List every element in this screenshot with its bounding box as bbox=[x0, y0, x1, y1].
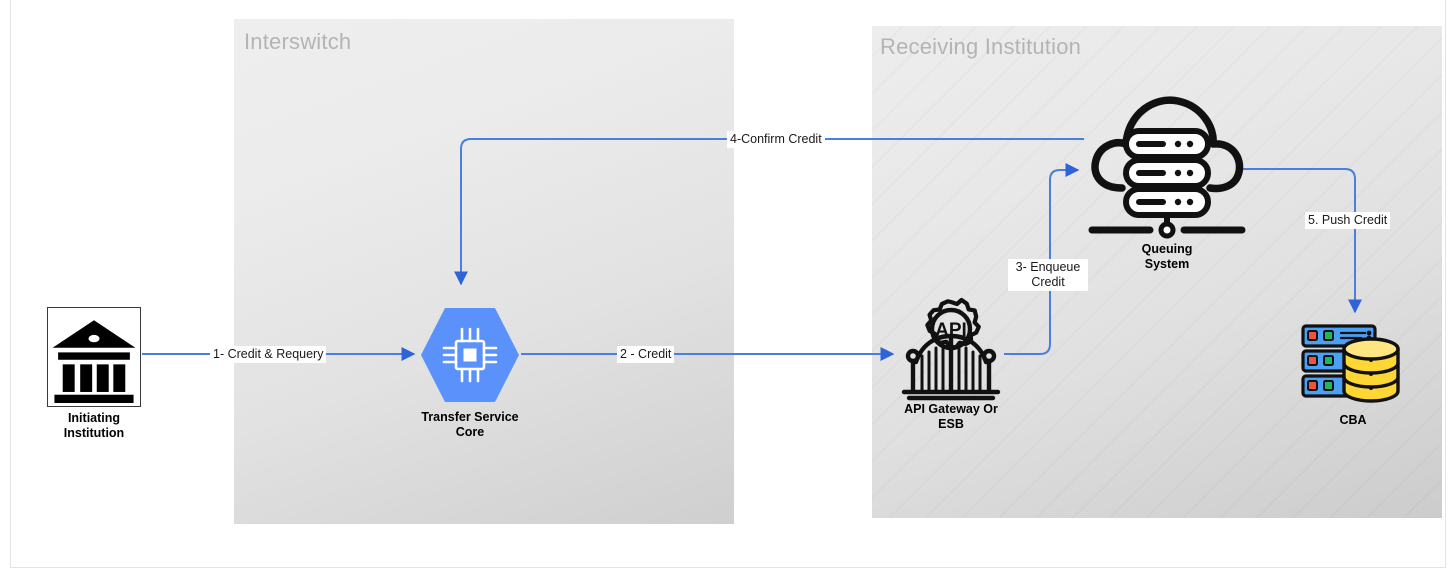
label-line-2: Core bbox=[455, 425, 485, 439]
cpu-chip-icon bbox=[442, 327, 498, 383]
connector-4-confirm-credit[interactable] bbox=[454, 138, 1084, 286]
label-line-2: System bbox=[1144, 257, 1190, 271]
pool-interswitch-title: Interswitch bbox=[244, 29, 352, 54]
edge-label-5-push-credit[interactable]: 5. Push Credit bbox=[1305, 212, 1391, 229]
connector-5-push-credit[interactable] bbox=[1240, 168, 1362, 314]
pool-receiving-title: Receiving Institution bbox=[880, 34, 1082, 59]
label-line-1: Initiating bbox=[67, 411, 121, 425]
api-gateway-icon: API bbox=[901, 297, 1001, 401]
cloud-server-icon bbox=[1088, 96, 1246, 239]
edge-label-1-credit-requery[interactable]: 1- Credit & Requery bbox=[210, 346, 327, 363]
node-initiating-institution-label: Initiating Institution bbox=[64, 411, 124, 441]
api-gateway-icon-text: API bbox=[935, 320, 967, 341]
node-transfer-service-core-label: Transfer Service Core bbox=[421, 410, 518, 440]
bank-icon bbox=[52, 320, 136, 403]
edge-label-3-enqueue-credit[interactable]: 3- Enqueue Credit bbox=[1008, 259, 1088, 291]
node-api-gateway-esb[interactable]: API API Gateway Or ESB bbox=[898, 296, 1004, 431]
node-initiating-institution[interactable]: Initiating Institution bbox=[47, 307, 141, 440]
node-cba[interactable]: CBA bbox=[1299, 323, 1409, 427]
node-queuing-system-label: Queuing System bbox=[1142, 242, 1193, 272]
label-line-2: Credit bbox=[1031, 275, 1065, 289]
hexagon-shape bbox=[421, 308, 519, 402]
label-line-1: Transfer Service bbox=[421, 410, 519, 424]
node-queuing-system[interactable]: Queuing System bbox=[1082, 84, 1252, 271]
label-line-1: 3- Enqueue bbox=[1015, 260, 1081, 274]
page-frame bbox=[10, 0, 1446, 568]
edge-label-2-credit[interactable]: 2 - Credit bbox=[617, 346, 675, 363]
label-line-1: Queuing bbox=[1141, 242, 1193, 256]
edge-label-4-confirm-credit[interactable]: 4-Confirm Credit bbox=[727, 131, 825, 148]
node-transfer-service-core[interactable]: Transfer Service Core bbox=[420, 306, 520, 439]
node-api-gateway-esb-label: API Gateway Or ESB bbox=[904, 402, 998, 432]
label-line-2: Institution bbox=[63, 426, 125, 440]
pool-receiving[interactable]: Receiving Institution bbox=[872, 26, 1442, 518]
hatch-pattern bbox=[872, 26, 1442, 518]
node-cba-label: CBA bbox=[1339, 413, 1366, 428]
pool-interswitch[interactable]: Interswitch bbox=[234, 19, 734, 524]
label-line-1: CBA bbox=[1339, 413, 1367, 427]
bank-icon-frame bbox=[47, 307, 141, 407]
label-line-2: ESB bbox=[938, 417, 964, 431]
database-server-icon bbox=[1301, 324, 1400, 403]
label-line-1: API Gateway Or bbox=[904, 402, 998, 416]
